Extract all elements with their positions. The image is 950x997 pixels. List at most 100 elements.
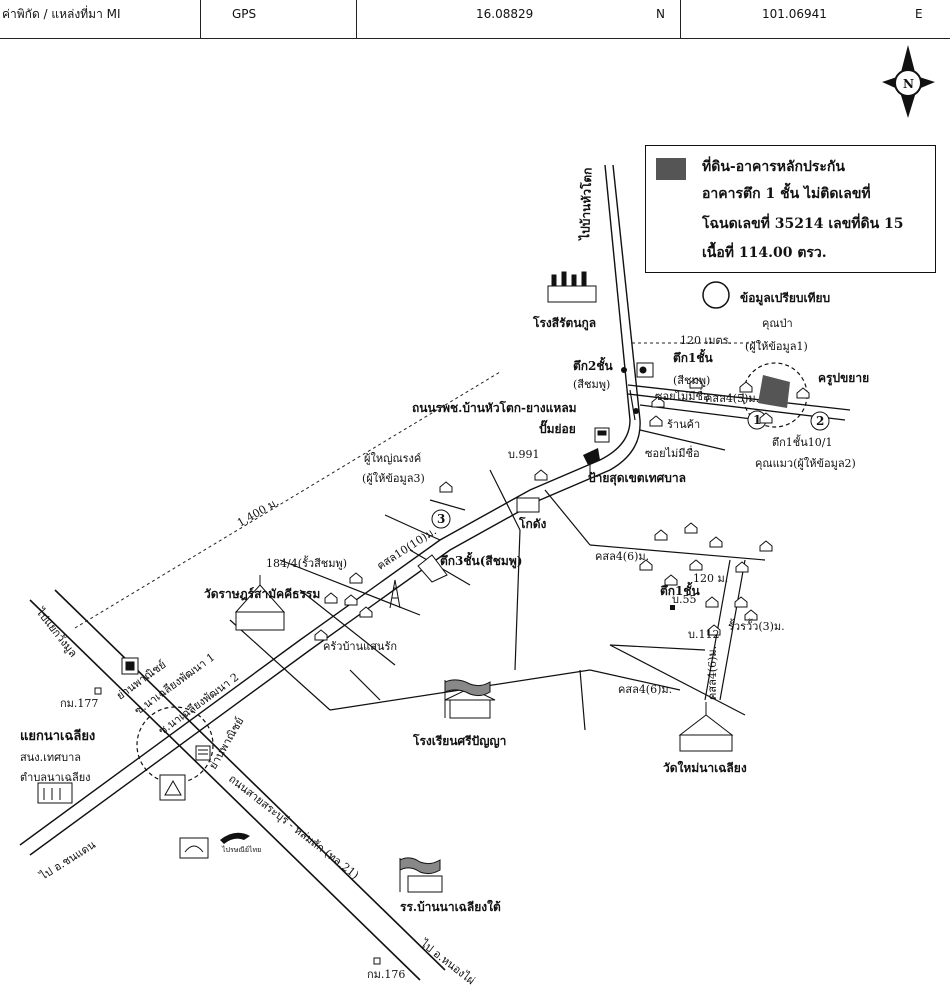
gas-pump-icon — [594, 427, 610, 443]
label-school: โรงเรียนศรีปัญญา — [412, 733, 506, 748]
building3-icon — [417, 554, 448, 583]
label-house-55: บ.55 — [672, 593, 696, 606]
svg-text:2: 2 — [816, 414, 824, 428]
label-post-brand: ไปรษณีย์ไทย — [221, 845, 261, 854]
label-school-2: รร.บ้านนาเฉลียงใต้ — [400, 899, 501, 914]
label-alley-unnamed-2: ซอยไม่มีชื่อ — [645, 445, 700, 460]
label-building-10-1: ตึก1ชั้น10/1 — [772, 434, 833, 449]
label-teacher-house: ครูปขยาย — [818, 371, 869, 386]
honda-logo-icon — [179, 837, 209, 859]
label-building-1-floor: ตึก1ชั้น — [673, 348, 714, 365]
label-office: สนง.เทศบาล — [20, 751, 81, 764]
svg-text:1: 1 — [753, 413, 761, 427]
legend-line-4: เนื้อที่ 114.00 ตรว. — [702, 245, 827, 261]
longitude-cell: 101.06941 E — [680, 0, 949, 38]
label-canal-6m-c: คสล4(6)ม. — [618, 683, 672, 696]
post-logo-icon — [220, 832, 250, 844]
marker-2: 2 — [810, 411, 830, 431]
label-informant-1: (ผู้ให้ข้อมูล1) — [745, 340, 808, 353]
source-value: GPS — [232, 7, 257, 21]
label-house-112: บ.112 — [688, 628, 719, 641]
latitude-cell: 16.08829 N — [356, 0, 681, 38]
coordinate-header-bar: ค่าพิกัด / แหล่งที่มา MI GPS 16.08829 N … — [0, 0, 950, 39]
label-wat-mai: วัดใหม่นาเฉลียง — [663, 760, 747, 775]
label-building-2-floor: ตึก2ชั้น — [573, 356, 614, 373]
legend-line-3: โฉนดเลขที่ 35214 เลขที่ดิน 15 — [702, 216, 904, 232]
label-factory: โรงสีรัตนกูล — [532, 315, 596, 331]
house-icons — [314, 377, 810, 641]
coord-label-cell: ค่าพิกัด / แหล่งที่มา MI — [0, 0, 201, 38]
label-to-chon-daen: ไป อ.ชนแดน — [37, 838, 98, 883]
km-post-icons — [94, 687, 381, 965]
coord-label: ค่าพิกัด / แหล่งที่มา MI — [2, 7, 121, 21]
label-kitchen: ครัวบ้านแสนรัก — [323, 640, 397, 653]
latitude-direction: N — [656, 7, 665, 21]
marker-3: 3 — [431, 509, 451, 529]
label-municipal-sign: ป้ายสุดเขตเทศบาล — [588, 471, 686, 486]
school2-flag-icon — [399, 857, 443, 893]
building2-icon — [636, 362, 654, 378]
label-distance-1400m: 1,400 ม. — [235, 495, 281, 529]
longitude-value: 101.06941 — [762, 7, 827, 21]
label-house-184: 184/4(รั้วสีชมพู) — [266, 555, 347, 570]
school-flag-icon — [444, 679, 496, 719]
label-building-3-floor: ตึก3ชั้น(สีชมพู) — [440, 551, 522, 569]
post-office-icon — [159, 774, 186, 801]
label-km-177: กม.177 — [60, 697, 98, 710]
label-to-kaeng-khro: ไปแยกวังมูล — [33, 605, 80, 660]
label-informant-2: คุณแมว(ผู้ให้ข้อมูล2) — [755, 457, 856, 470]
office-icon — [37, 782, 73, 804]
label-to-ban-hua-tok: ไปบ้านหัวโตก — [577, 167, 595, 242]
label-subdistrict: ตำบลนาเฉลียง — [20, 771, 91, 784]
label-shop: ร้านค้า — [667, 418, 700, 431]
source-cell: GPS — [200, 0, 357, 38]
label-canal-5m: คสล4(5)ม. — [705, 392, 759, 405]
label-canal-6m-a: คสล4(6)ม. — [595, 550, 649, 563]
label-fence: รั้วรวั้ว(3)ม. — [728, 618, 785, 633]
legend-line-1: ที่ดิน-อาคารหลักประกัน — [702, 159, 845, 175]
label-comparison: ข้อมูลเปรียบเทียบ — [740, 291, 830, 306]
comparison-marker — [702, 281, 730, 309]
label-house-991: บ.991 — [508, 448, 539, 461]
label-distance-120m: 120 เมตร. — [680, 334, 732, 347]
label-to-nong-phai: ไป อ.หนองไผ่ — [417, 937, 477, 988]
label-building-1-floor-b: ตึก1ชั้น — [660, 581, 701, 598]
sign-icon — [583, 448, 600, 475]
tower-icon — [389, 579, 401, 609]
compass-north-letter: N — [903, 77, 914, 91]
label-intersection: แยกนาเฉลียง — [20, 728, 95, 744]
label-pink-2: (สีชมพู) — [673, 374, 710, 387]
legend-swatch — [656, 158, 686, 180]
shrine-icon — [121, 657, 139, 675]
label-khun-pa: คุณป่า — [762, 317, 793, 330]
road-junction-dot — [633, 408, 639, 414]
shrine2-icon — [195, 745, 211, 761]
wat-mai-icon — [678, 702, 734, 752]
house-icon — [670, 605, 675, 610]
label-warehouse: โกดัง — [518, 516, 547, 531]
compass-icon: N — [882, 45, 935, 118]
label-km-176: กม.176 — [367, 968, 405, 981]
svg-text:3: 3 — [437, 512, 445, 526]
legend-box: ที่ดิน-อาคารหลักประกัน อาคารตึก 1 ชั้น ไ… — [645, 145, 936, 273]
label-distance-120-2: 120 ม. — [693, 572, 728, 585]
highway-21-road — [29, 589, 446, 981]
subject-road — [627, 384, 851, 421]
label-village-head: ผู้ใหญ่ณรงค์ — [364, 452, 421, 465]
label-alley-unnamed-1: ซอยไม่มีชื่อ — [655, 388, 710, 403]
subject-parcel — [758, 375, 790, 408]
warehouse-icon — [516, 497, 540, 513]
label-main-road: ถนนรพช.บ้านหัวโตก-ยางแหลม — [412, 400, 577, 415]
distance-lines — [74, 342, 760, 629]
label-informant-3: (ผู้ให้ข้อมูล3) — [362, 472, 425, 485]
building2-dot — [621, 367, 627, 373]
label-canal-6m-b: คสล4(6)ม. — [706, 646, 719, 700]
label-pink-1: (สีชมพู) — [573, 378, 610, 391]
temple-rat-icon — [234, 575, 286, 631]
label-gas-station: ปั๊มย่อย — [539, 419, 576, 436]
secondary-roads — [229, 389, 766, 731]
latitude-value: 16.08829 — [476, 7, 534, 21]
factory-icon — [547, 271, 597, 303]
main-road — [19, 164, 641, 856]
